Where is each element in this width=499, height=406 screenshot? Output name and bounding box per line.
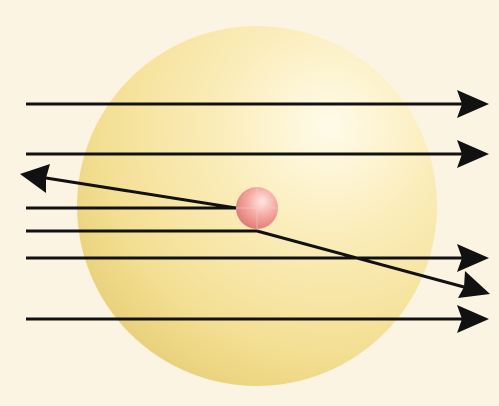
ray-6-arrowhead <box>457 305 489 333</box>
ray-4-arrowhead <box>458 271 490 298</box>
ray-1-arrowhead <box>457 90 489 118</box>
ray-5-arrowhead <box>457 244 489 272</box>
nucleus-crosshair <box>236 187 278 229</box>
ray-3-backscatter <box>45 176 237 210</box>
ray-2-arrowhead <box>457 140 489 168</box>
ray-3-arrowhead <box>20 164 50 193</box>
